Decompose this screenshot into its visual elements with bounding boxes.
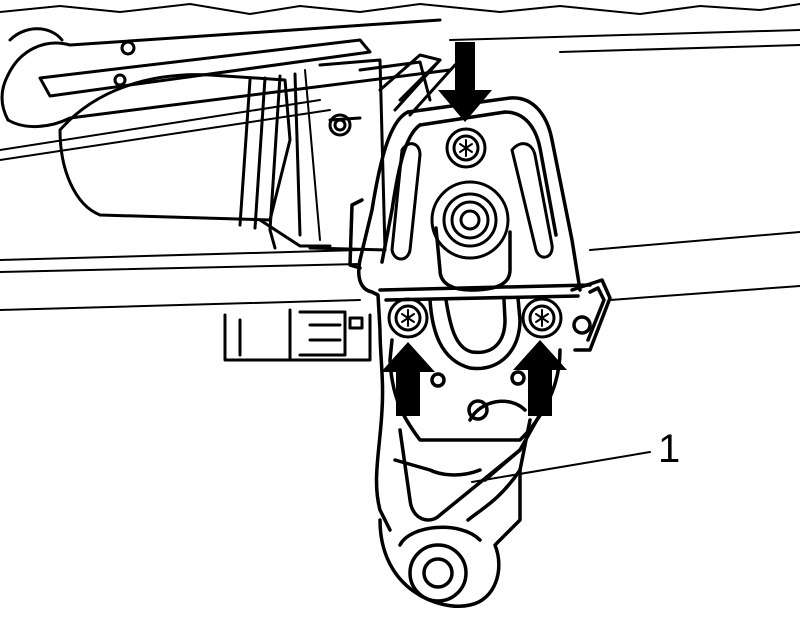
lower-right-mounting-bolt — [521, 297, 563, 339]
wiper-motor-crank-arm — [348, 96, 612, 608]
body-panel-lines — [0, 29, 800, 311]
top-edge-linework — [0, 3, 800, 15]
motor-connector — [223, 218, 372, 362]
callout-label-1: 1 — [658, 427, 680, 471]
lower-right-bolt-arrow — [513, 340, 567, 416]
callout-1: 1 — [471, 427, 680, 483]
motor-output-shaft — [430, 180, 510, 260]
top-mounting-bolt — [445, 127, 487, 169]
lower-left-mounting-bolt — [387, 297, 429, 339]
top-bolt-arrow — [438, 42, 492, 122]
lower-left-bolt-arrow — [381, 342, 435, 416]
